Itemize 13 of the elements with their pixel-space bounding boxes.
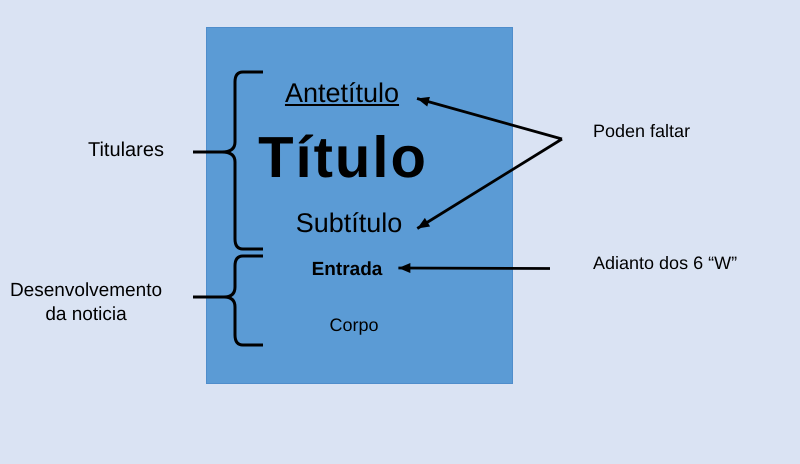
- arrow: [416, 96, 562, 140]
- body-text: Corpo: [329, 316, 379, 334]
- pre-title-text: Antetítulo: [284, 80, 400, 107]
- news-article-panel: [206, 27, 513, 384]
- title-text: Título: [258, 129, 428, 187]
- arrow: [416, 138, 563, 230]
- group-label: Desenvolvemento da noticia: [8, 279, 164, 327]
- lead-text: Entrada: [312, 260, 382, 279]
- arrow: [398, 263, 550, 274]
- annotation-text: Poden faltar: [593, 122, 690, 140]
- annotation-text: Adianto dos 6 “W”: [593, 254, 738, 272]
- subtitle-text: Subtítulo: [296, 210, 402, 237]
- group-label: Titulares: [88, 140, 164, 160]
